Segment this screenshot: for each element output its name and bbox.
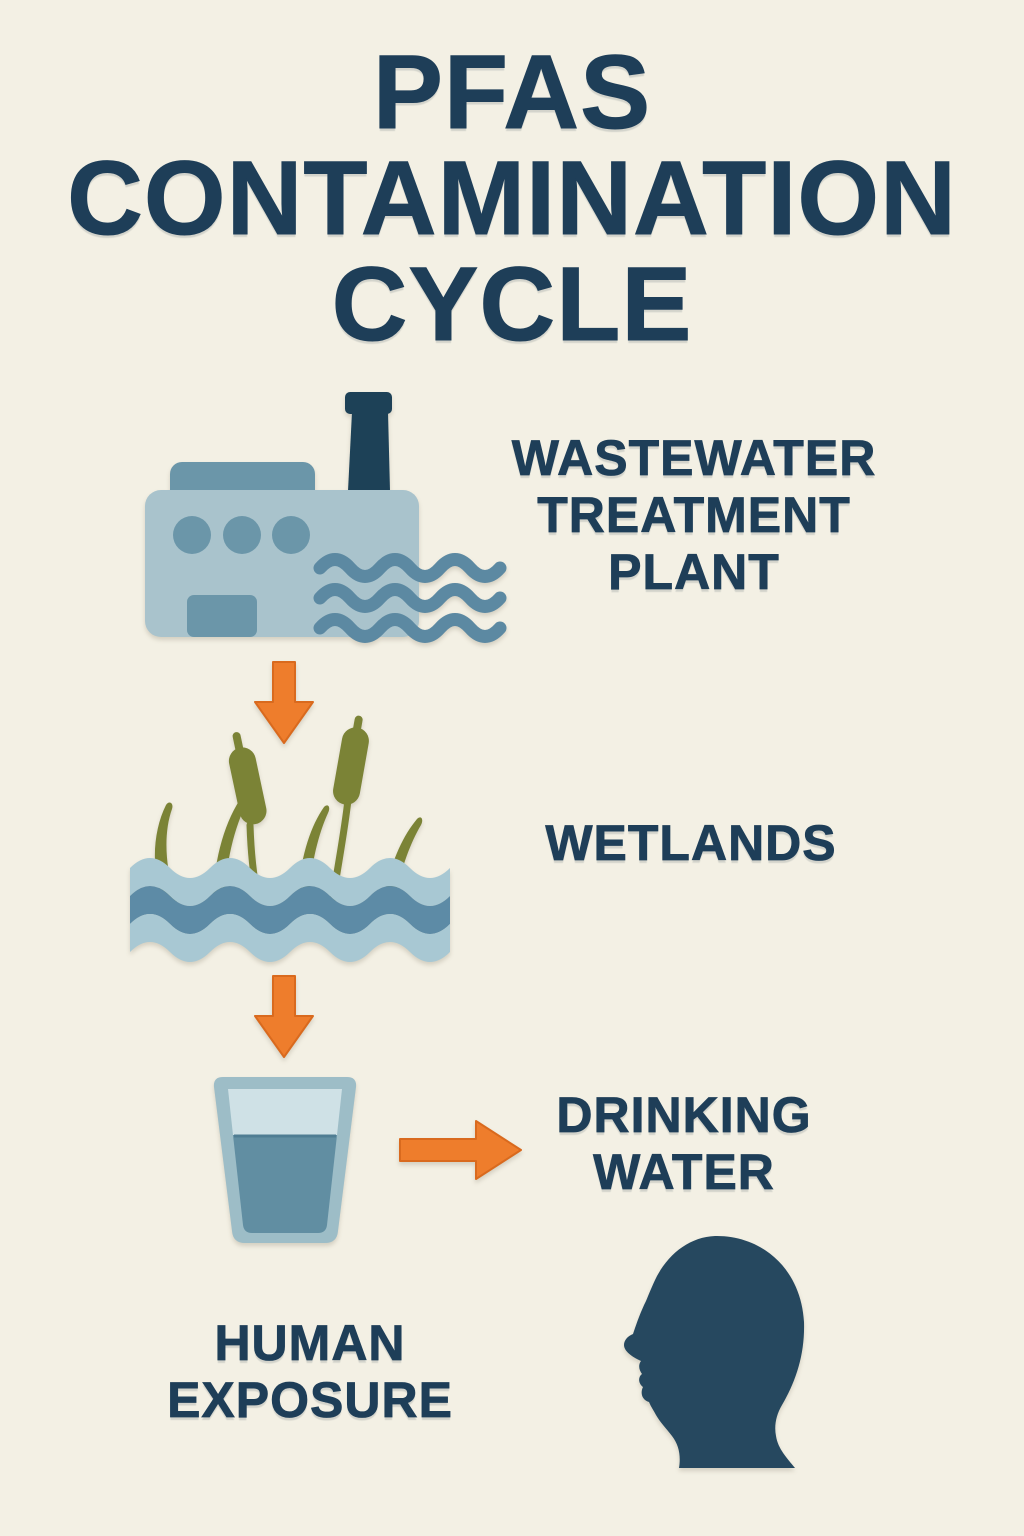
wetlands-icon [130, 715, 450, 962]
wetland-water [130, 858, 450, 962]
wastewater-plant-icon [145, 392, 507, 643]
factory-window [272, 516, 310, 554]
page-title: PFAS CONTAMINATION CYCLE [67, 34, 957, 363]
glass-empty-space [228, 1089, 342, 1135]
label-human-exposure: HUMAN EXPOSURE [167, 1315, 453, 1429]
label-wetlands: WETLANDS [545, 815, 837, 872]
label-drinking-water: DRINKING WATER [556, 1087, 812, 1201]
factory-chimney-cap [345, 392, 392, 414]
effluent-wave-lines [313, 553, 507, 643]
label-wastewater-treatment-plant: WASTEWATER TREATMENT PLANT [511, 430, 877, 601]
human-head-icon [624, 1235, 805, 1468]
factory-window [223, 516, 261, 554]
right-arrow-icon [399, 1120, 522, 1180]
water-glass-icon [213, 1077, 357, 1243]
down-arrow-icon [254, 975, 314, 1058]
factory-chimney [348, 412, 390, 491]
factory-window [173, 516, 211, 554]
glass-water [233, 1135, 337, 1233]
down-arrow-icon [254, 661, 314, 744]
factory-door [187, 595, 257, 637]
